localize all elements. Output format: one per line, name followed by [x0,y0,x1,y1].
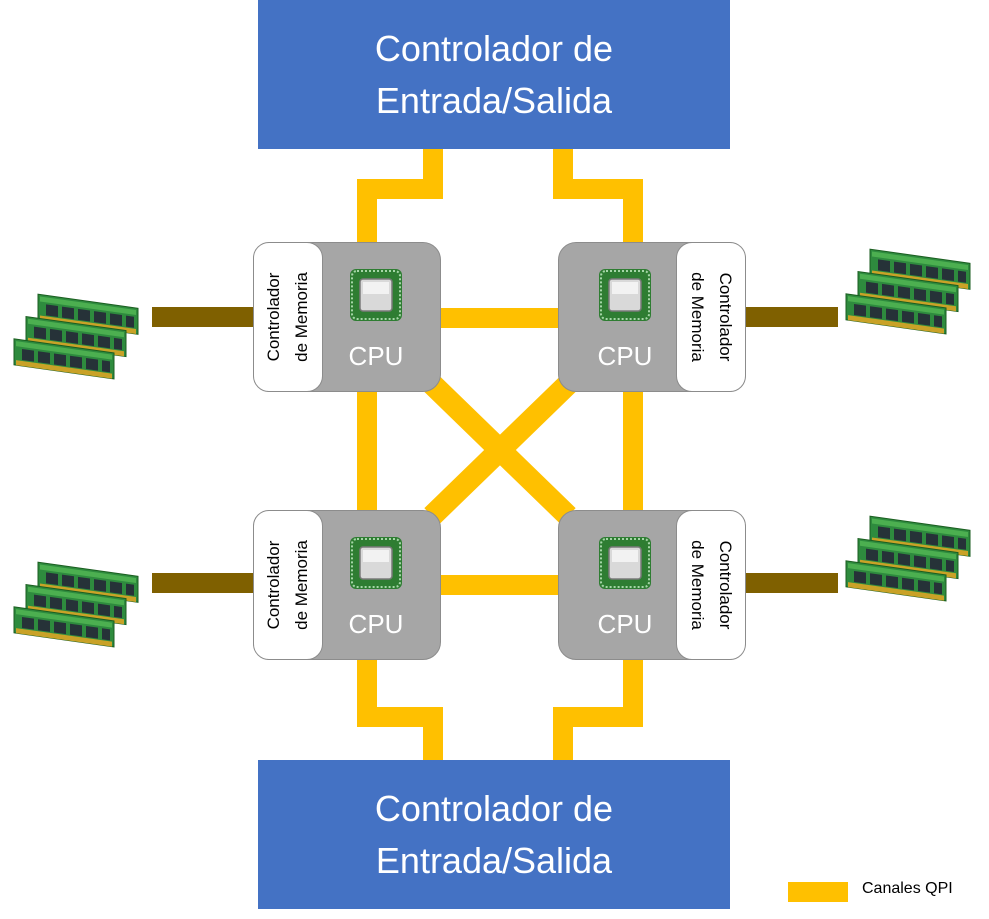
cpu-node-top-right: Controlador de Memoria CPU [558,242,746,392]
cpu-label: CPU [348,341,404,371]
memory-controller-line1: Controlador [716,272,735,362]
cpu-node-bottom-left: Controlador de Memoria CPU [253,510,441,660]
legend-swatch [788,882,848,902]
qpi-link-cpu-tr-bl [424,376,576,524]
cpu-chip-icon [350,537,402,589]
cpu-chip-icon [350,269,402,321]
io-controller-bottom-line2: Entrada/Salida [375,839,613,881]
cpu-label: CPU [597,609,653,639]
memory-controller-line1: Controlador [264,540,283,630]
ram-module-icon [13,293,139,380]
qpi-link-io-bottom-cpu-bl [357,655,443,770]
cpu-chip-icon [599,269,651,321]
io-controller-top: Controlador de Entrada/Salida [258,0,730,149]
memory-controller-line2: de Memoria [688,272,707,362]
qpi-link-io-bottom-cpu-br [553,655,643,770]
cpu-label: CPU [348,609,404,639]
cpu-node-bottom-right: Controlador de Memoria CPU [558,510,746,660]
memory-controller-panel: Controlador de Memoria [253,242,323,392]
ram-module-icon [845,515,971,602]
cpu-node-top-left: Controlador de Memoria CPU [253,242,441,392]
io-controller-top-line2: Entrada/Salida [375,79,613,121]
io-controller-bottom: Controlador de Entrada/Salida [258,760,730,909]
ram-module-icon [13,561,139,648]
memory-controller-line1: Controlador [264,272,283,362]
qpi-link-io-top-cpu-tl [357,140,443,248]
legend-label: Canales QPI [862,880,953,897]
ram-module-icon [845,248,971,335]
memory-controller-line1: Controlador [716,540,735,630]
memory-controller-line2: de Memoria [292,272,311,362]
memory-controller-line2: de Memoria [688,540,707,630]
memory-buses [152,307,838,593]
memory-controller-panel: Controlador de Memoria [676,242,746,392]
io-controller-bottom-line1: Controlador de [374,787,614,829]
qpi-link-io-top-cpu-tr [553,140,643,248]
io-controller-top-line1: Controlador de [374,27,614,69]
cpu-label: CPU [597,341,653,371]
memory-controller-panel: Controlador de Memoria [253,510,323,660]
qpi-channels [357,140,643,770]
memory-controller-line2: de Memoria [292,540,311,630]
cpu-chip-icon [599,537,651,589]
memory-controller-panel: Controlador de Memoria [676,510,746,660]
